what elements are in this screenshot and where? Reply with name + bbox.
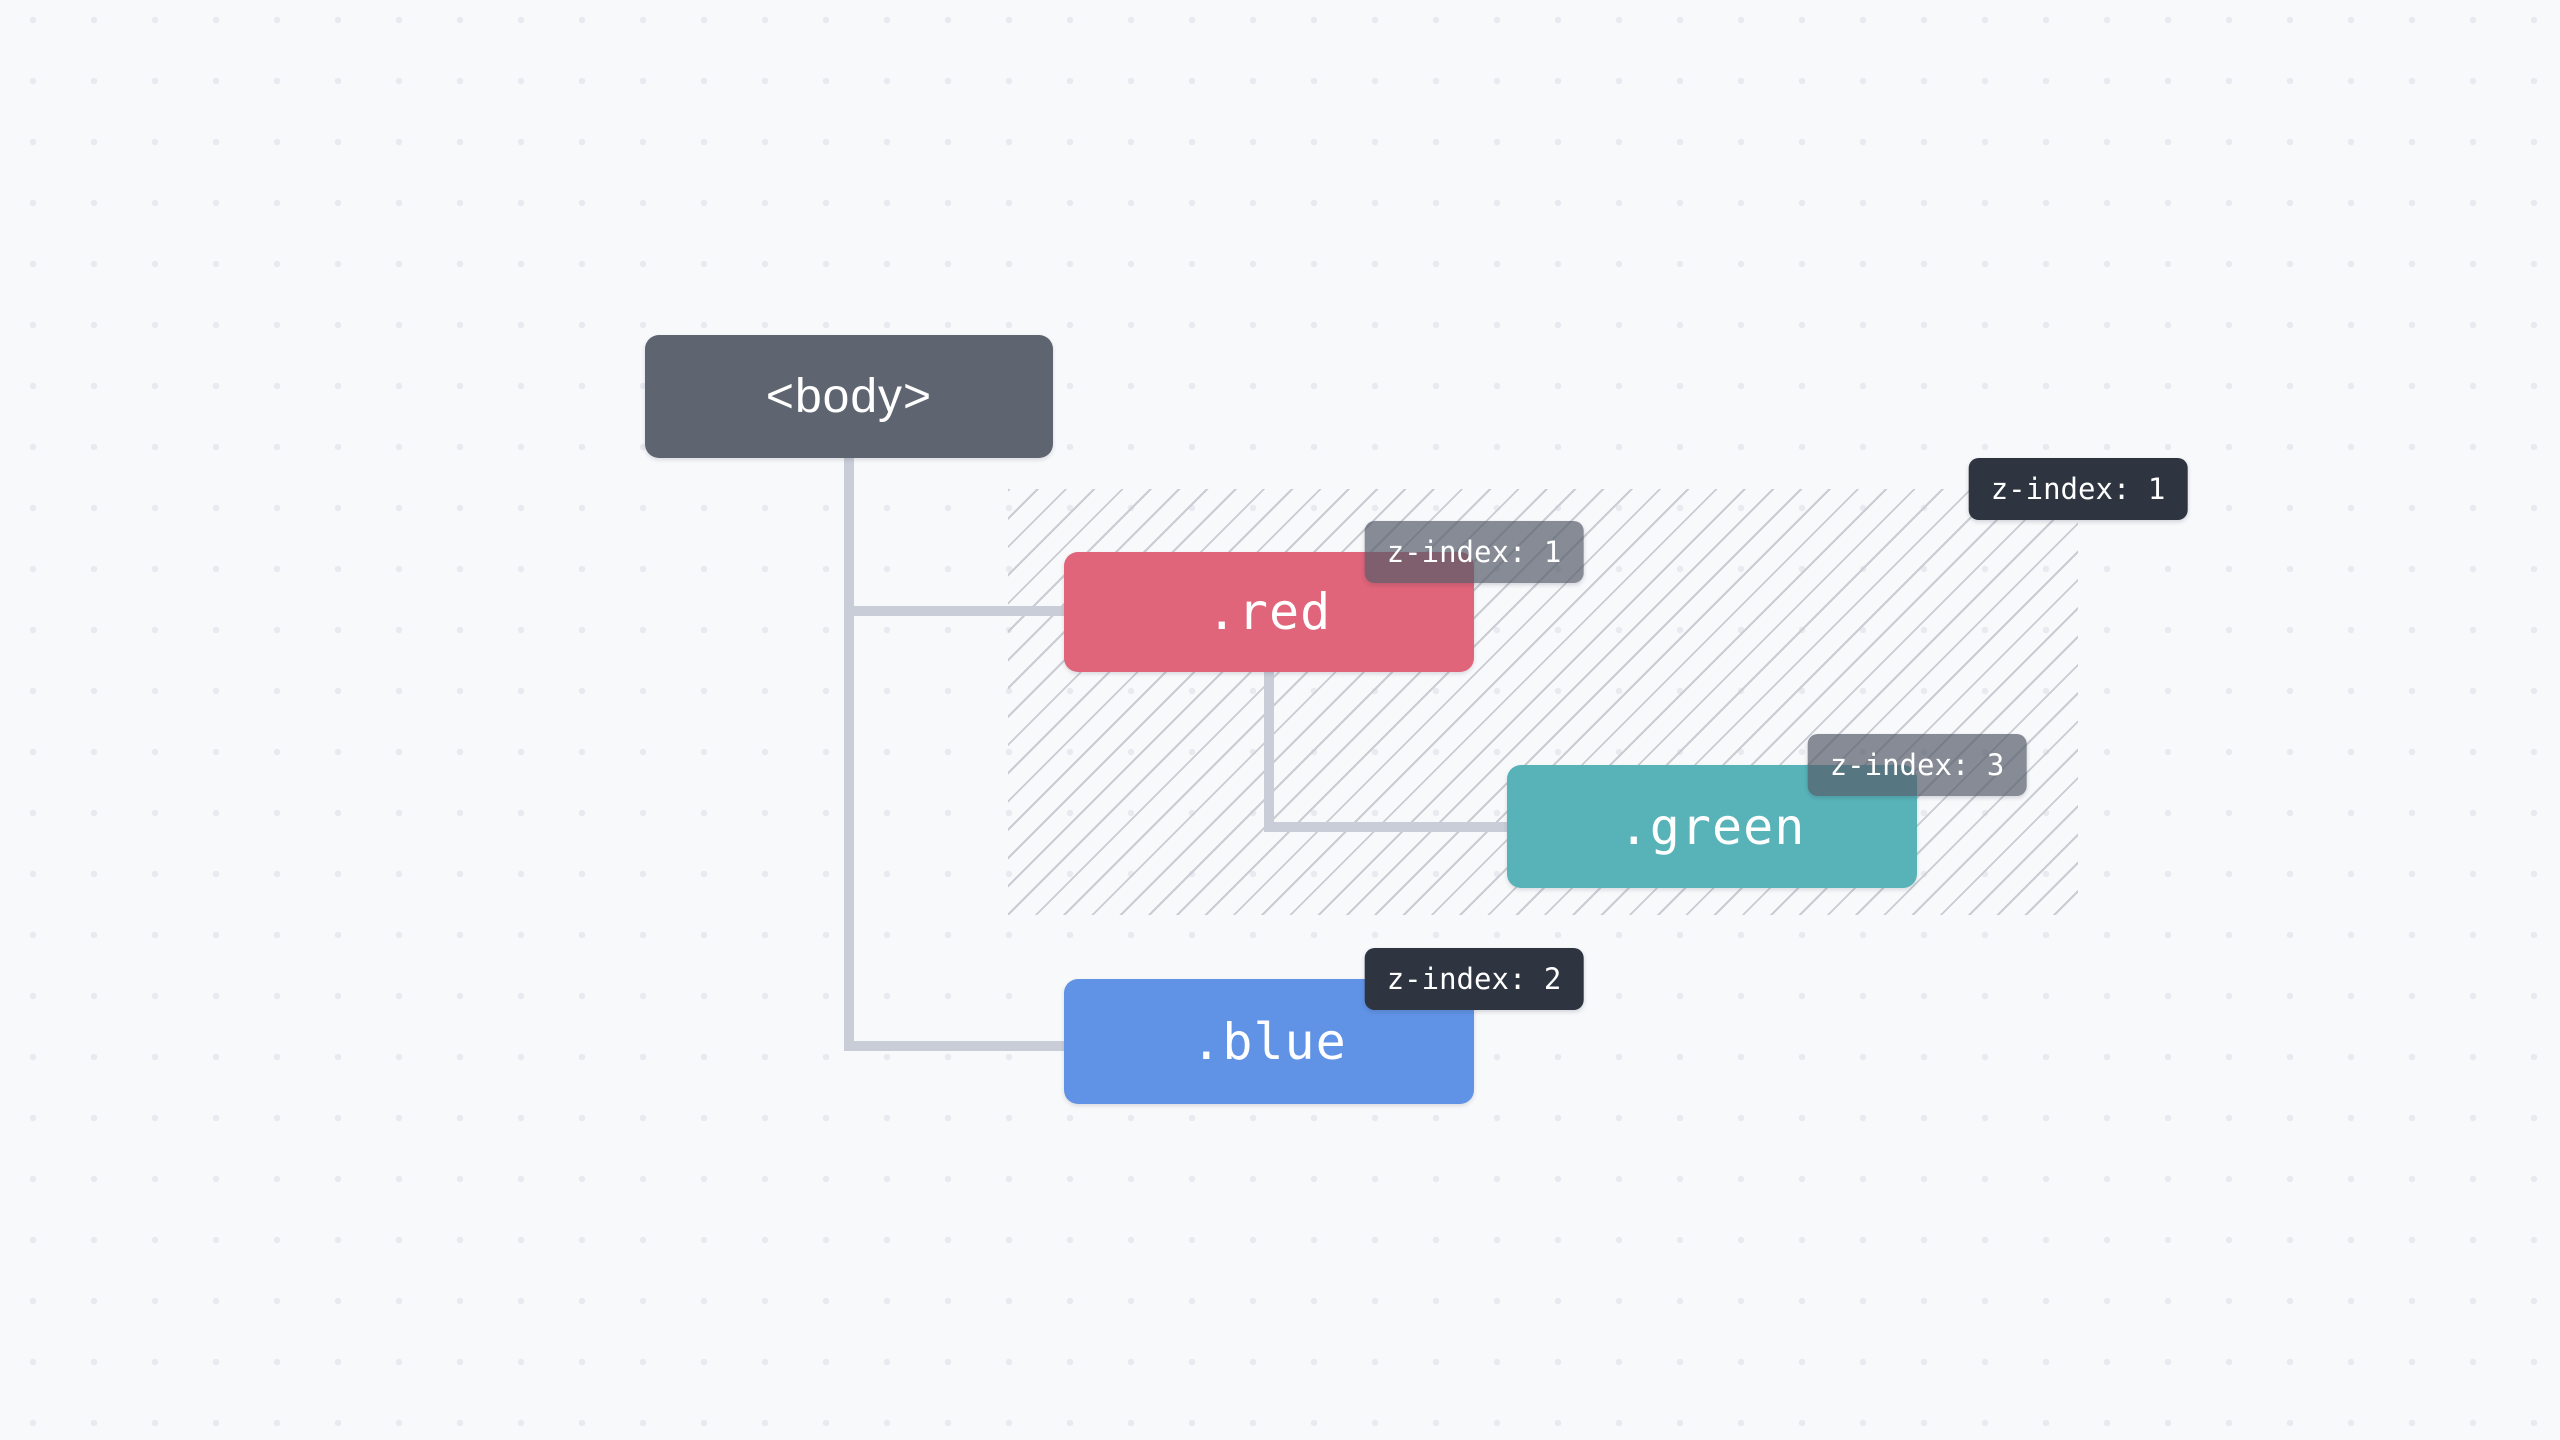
- dom-node-body-label: <body>: [765, 370, 933, 423]
- connector-body-to-blue: [844, 1041, 1064, 1051]
- connector-body-to-red: [844, 606, 1064, 616]
- dom-node-green-label: .green: [1618, 797, 1806, 856]
- dom-node-body: <body>: [645, 335, 1053, 458]
- blue-zindex-badge: z-index: 2: [1364, 948, 1584, 1010]
- dom-node-blue-label: .blue: [1191, 1012, 1347, 1071]
- red-zindex-badge: z-index: 1: [1364, 521, 1584, 583]
- stacking-context-zindex-badge: z-index: 1: [1968, 458, 2188, 520]
- connector-body-trunk: [844, 458, 854, 1051]
- dom-node-blue: .blue: [1064, 979, 1474, 1104]
- green-zindex-badge: z-index: 3: [1807, 734, 2027, 796]
- connector-red-to-green-horizontal: [1264, 822, 1507, 832]
- connector-red-to-green-vertical: [1264, 672, 1274, 832]
- dom-node-red-label: .red: [1206, 583, 1332, 641]
